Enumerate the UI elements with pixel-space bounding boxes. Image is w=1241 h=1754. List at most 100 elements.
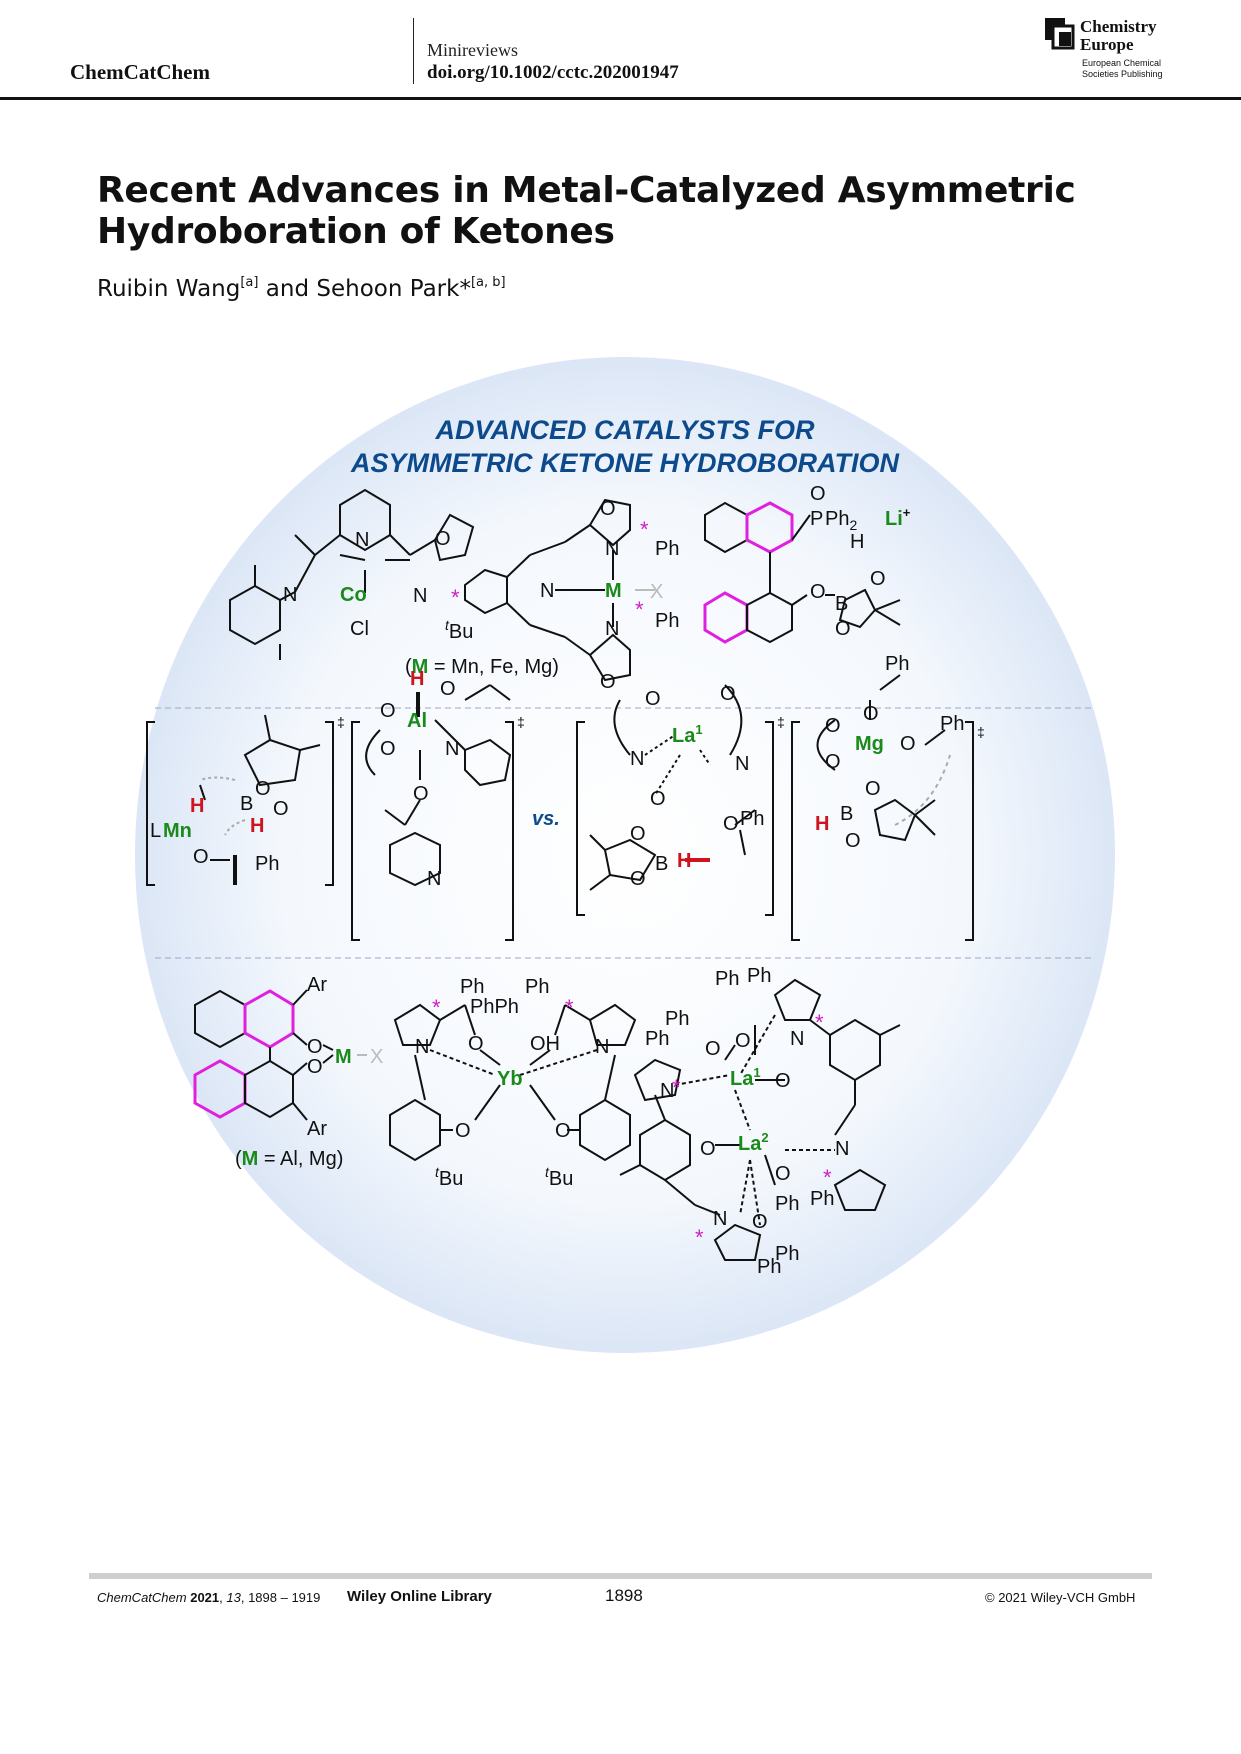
svg-text:O: O bbox=[468, 1033, 484, 1055]
svg-text:‡: ‡ bbox=[337, 714, 345, 730]
svg-text:tBu: tBu bbox=[435, 1164, 463, 1190]
doi-link[interactable]: doi.org/10.1002/cctc.202001947 bbox=[427, 62, 679, 83]
svg-text:OH: OH bbox=[530, 1033, 560, 1055]
svg-text:Ph: Ph bbox=[655, 538, 679, 560]
svg-text:*: * bbox=[695, 1225, 704, 1250]
svg-text:O: O bbox=[810, 581, 826, 603]
la-transition-state-labels: O O N N La1 O B O O H O Ph bbox=[630, 683, 764, 890]
svg-text:Cl: Cl bbox=[350, 618, 369, 640]
title-line-2: Hydroboration of Ketones bbox=[97, 211, 615, 252]
figure-heading-2: ASYMMETRIC KETONE HYDROBORATION bbox=[350, 448, 900, 478]
svg-text:O: O bbox=[752, 1211, 768, 1233]
author-2[interactable]: Sehoon Park* bbox=[316, 276, 471, 302]
author-1[interactable]: Ruibin Wang bbox=[97, 276, 241, 302]
svg-text:O: O bbox=[555, 1120, 571, 1142]
svg-text:X: X bbox=[370, 1046, 383, 1068]
svg-text:N: N bbox=[735, 753, 749, 775]
ytterbium-catalyst-labels: Ph Ph PhPh N N O OH Yb O O tBu tBu * * bbox=[415, 976, 609, 1190]
binol-metal-structure bbox=[193, 989, 367, 1121]
svg-text:PhPh: PhPh bbox=[470, 996, 519, 1018]
hydride-label-2: H bbox=[250, 815, 264, 837]
svg-text:O: O bbox=[645, 688, 661, 710]
author-2-affiliation: [a, b] bbox=[470, 275, 506, 290]
footer-journal: ChemCatChem bbox=[97, 1590, 187, 1605]
svg-text:Ph: Ph bbox=[255, 853, 279, 875]
svg-text:O: O bbox=[650, 788, 666, 810]
publisher-logo-line2: Europe bbox=[1080, 35, 1134, 54]
svg-text:Ar: Ar bbox=[307, 1118, 327, 1140]
svg-text:H: H bbox=[850, 531, 864, 553]
journal-name: ChemCatChem bbox=[70, 60, 210, 84]
svg-text:O: O bbox=[863, 703, 879, 725]
svg-text:O: O bbox=[775, 1163, 791, 1185]
svg-text:*: * bbox=[815, 1010, 824, 1035]
svg-text:Ph: Ph bbox=[775, 1193, 799, 1215]
svg-text:Ph: Ph bbox=[885, 653, 909, 675]
al-transition-state bbox=[365, 684, 512, 887]
svg-text:Ph: Ph bbox=[940, 713, 964, 735]
stereocenter-star: * bbox=[451, 585, 460, 610]
cobalt-catalyst-labels: N N N O Co Cl tBu * bbox=[283, 528, 473, 643]
svg-text:O: O bbox=[735, 1030, 751, 1052]
mg-transition-state-labels: Ph O O O Mg O Ph O B H O bbox=[815, 653, 964, 852]
svg-text:P: P bbox=[810, 508, 823, 530]
al-transition-state-labels: H Al O O O N O N bbox=[380, 668, 459, 890]
mn-transition-state-labels: B O O H H L Mn O Ph bbox=[150, 778, 289, 875]
la-transition-state bbox=[589, 684, 756, 891]
header-divider bbox=[413, 18, 414, 84]
footer-volume: 13 bbox=[226, 1590, 241, 1605]
svg-text:O: O bbox=[775, 1070, 791, 1092]
mn-transition-state bbox=[199, 714, 321, 885]
copyright-notice: © 2021 Wiley-VCH GmbH bbox=[985, 1590, 1136, 1605]
dilanthanum-catalyst-labels: Ph Ph Ph Ph O O N N La1 O O La2 N O Ph P… bbox=[645, 965, 849, 1278]
binol-metal-label: M bbox=[335, 1046, 352, 1068]
al-metal-label: Al bbox=[407, 710, 427, 732]
ytterbium-catalyst-structure bbox=[389, 1003, 637, 1162]
svg-text:O: O bbox=[435, 528, 451, 550]
footer-rule bbox=[89, 1573, 1152, 1579]
svg-text:O: O bbox=[255, 778, 271, 800]
svg-text:*: * bbox=[565, 995, 574, 1020]
transition-state-brackets bbox=[146, 721, 974, 941]
footer-year: 2021 bbox=[190, 1590, 220, 1605]
cobalt-metal-label: Co bbox=[340, 584, 367, 606]
svg-text:Ph: Ph bbox=[665, 1008, 689, 1030]
svg-text:*: * bbox=[640, 517, 649, 542]
svg-text:N: N bbox=[413, 585, 427, 607]
svg-text:N: N bbox=[713, 1208, 727, 1230]
svg-text:N: N bbox=[415, 1036, 429, 1058]
svg-text:N: N bbox=[660, 1080, 674, 1102]
svg-text:O: O bbox=[845, 830, 861, 852]
svg-text:tBu: tBu bbox=[445, 617, 473, 643]
svg-text:tBu: tBu bbox=[545, 1164, 573, 1190]
wiley-online-library-link[interactable]: Wiley Online Library bbox=[347, 1588, 492, 1605]
svg-text:N: N bbox=[355, 529, 369, 551]
footer-pages: 1898 – 1919 bbox=[248, 1590, 321, 1605]
article-section: Minireviews bbox=[427, 40, 518, 60]
svg-text:(M = Mn, Fe, Mg): (M = Mn, Fe, Mg) bbox=[405, 656, 559, 678]
svg-text:*: * bbox=[672, 1075, 681, 1100]
svg-text:B: B bbox=[840, 803, 853, 825]
figure-heading-1: ADVANCED CATALYSTS FOR bbox=[435, 415, 815, 445]
publisher-logo-line1: Chemistry bbox=[1080, 17, 1157, 36]
svg-text:H: H bbox=[410, 668, 424, 690]
svg-text:N: N bbox=[835, 1138, 849, 1160]
svg-text:N: N bbox=[790, 1028, 804, 1050]
graphical-abstract: ADVANCED CATALYSTS FOR ASYMMETRIC KETONE… bbox=[135, 357, 1115, 1353]
svg-text:‡: ‡ bbox=[977, 724, 985, 740]
svg-text:O: O bbox=[600, 671, 616, 693]
author-1-affiliation: [a] bbox=[240, 275, 259, 290]
svg-text:Ar: Ar bbox=[307, 974, 327, 996]
transition-state-daggers: ‡‡‡‡ bbox=[337, 714, 985, 740]
binol-metal-labels: Ar Ar O O M X (M = Al, Mg) bbox=[235, 974, 383, 1170]
svg-text:O: O bbox=[380, 738, 396, 760]
svg-text:Ph: Ph bbox=[757, 1256, 781, 1278]
mg-metal-label: Mg bbox=[855, 733, 884, 755]
cobalt-catalyst-structure bbox=[229, 488, 475, 660]
svg-text:Ph: Ph bbox=[460, 976, 484, 998]
svg-text:(M = Al, Mg): (M = Al, Mg) bbox=[235, 1148, 343, 1170]
svg-text:N: N bbox=[595, 1036, 609, 1058]
svg-text:Ph: Ph bbox=[747, 965, 771, 987]
svg-text:*: * bbox=[823, 1165, 832, 1190]
svg-text:O: O bbox=[810, 483, 826, 505]
